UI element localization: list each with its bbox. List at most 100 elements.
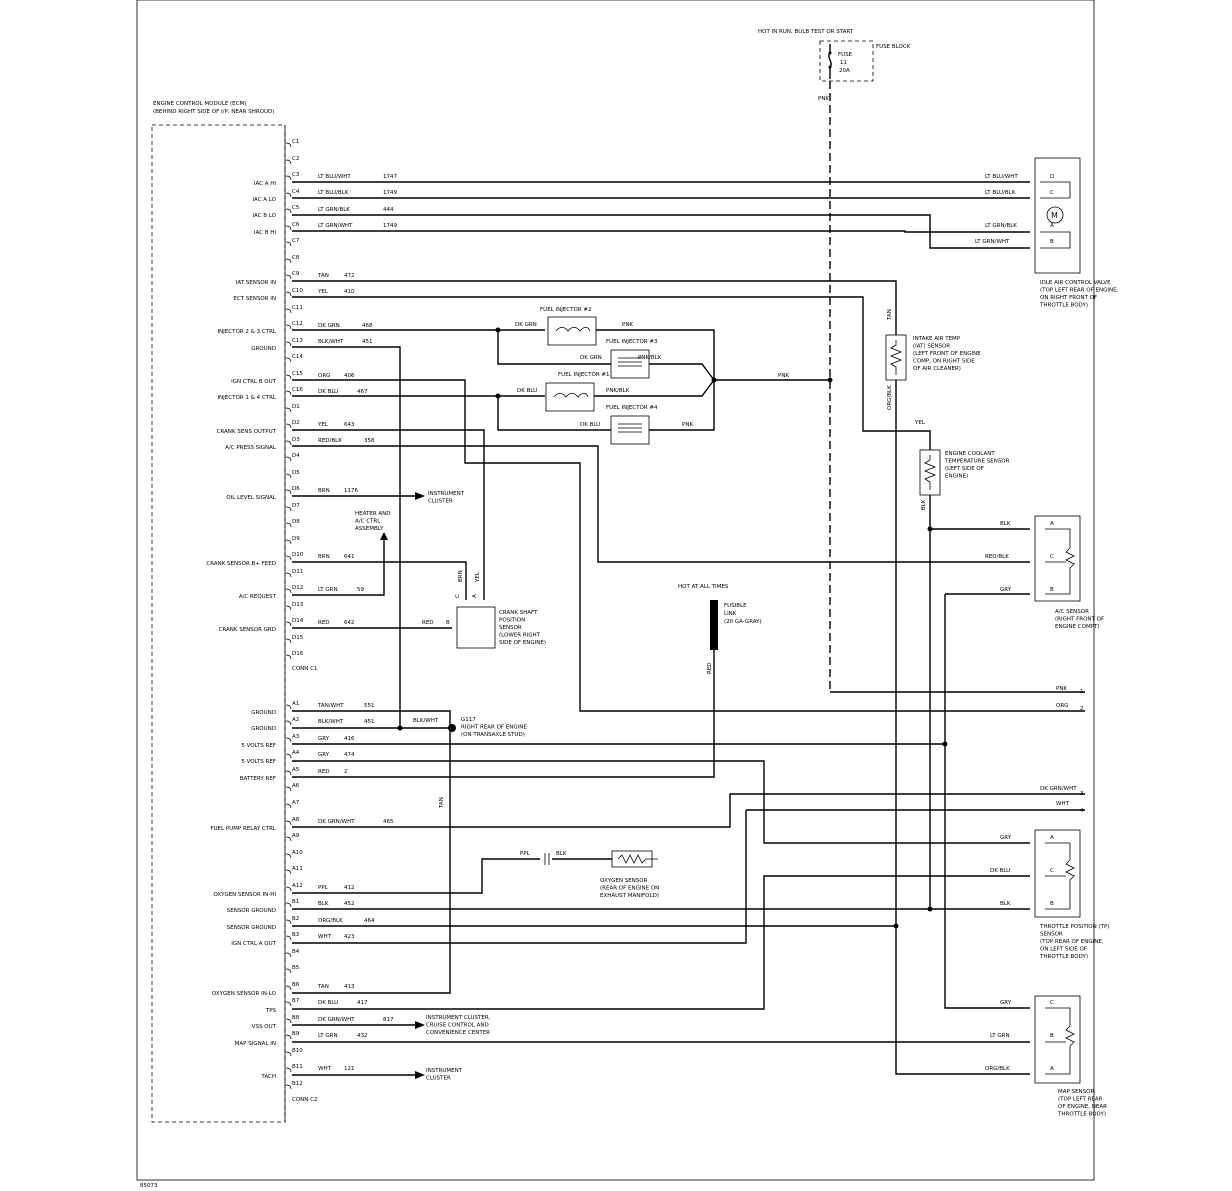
fuse-number: 11 [840, 60, 847, 66]
ecm-pin-label: B9 [292, 1031, 300, 1037]
component-label: INTAKE AIR TEMP [913, 336, 961, 342]
wire-color-label: RED [318, 620, 330, 626]
wire-color-label: GRY [318, 736, 330, 742]
wire-color-label: 474 [344, 752, 355, 758]
ac-sensor [1034, 515, 1081, 602]
wire-color-label: B [1050, 587, 1054, 593]
ecm-pin-label: A12 [292, 883, 303, 889]
pin-stub [285, 324, 292, 330]
wire-color-label: 432 [357, 1033, 368, 1039]
wire-color-label: GRY [1000, 587, 1012, 593]
conn-c1-label: CONN C1 [292, 666, 318, 672]
pin-stub [285, 274, 292, 280]
ecm-pin-label: D7 [292, 503, 300, 509]
ecm-pin-label: C8 [292, 255, 300, 261]
pin-stub [285, 1001, 292, 1007]
wire-color-label: PNK [1056, 686, 1067, 692]
vss-out-arrow [415, 1021, 425, 1029]
ecm-function-label: 5 VOLTS REF [241, 759, 276, 765]
wire-color-label: 465 [383, 819, 394, 825]
ecm-pin-label: C6 [292, 222, 300, 228]
pin-stub [285, 1051, 292, 1057]
pin-stub [285, 704, 292, 710]
wire-color-label: LT GRN/WHT [975, 239, 1010, 245]
ecm-pin-label: A3 [292, 734, 300, 740]
wire-color-label: YEL [317, 422, 329, 428]
pin-stub [285, 968, 292, 974]
hot-in-run-label: HOT IN RUN, BULB TEST OR START [758, 29, 854, 35]
wire-color-label: PNK [778, 373, 789, 379]
ecm-pin-label: D12 [292, 585, 303, 591]
component-label: ASSEMBLY [355, 526, 384, 532]
component-label: INSTRUMENT [426, 1068, 463, 1074]
ecm-pin-label: B7 [292, 998, 300, 1004]
pin-stub [285, 175, 292, 181]
pin-stub [285, 836, 292, 842]
wire-color-label: LT GRN/WHT [318, 223, 353, 229]
component-label: (RIGHT FRONT OF [1055, 617, 1104, 623]
wire-color-label: LT BLU/WHT [985, 174, 1018, 180]
wire-color-label: 468 [362, 323, 373, 329]
conn-c2-label: CONN C2 [292, 1097, 318, 1103]
diagram-code: 85073 [140, 1183, 158, 1189]
wire-color-label: C [1050, 190, 1054, 196]
ecm-pin-label: A4 [292, 750, 300, 756]
reference-wiring: HOT AT ALL TIMES FUSIBLE LINK (20 GA-GRA… [292, 584, 1085, 1009]
pin-stub [285, 737, 292, 743]
ecm-pin-label: C13 [292, 338, 303, 344]
ecm-pin-label: D11 [292, 569, 303, 575]
pin-stub [285, 208, 292, 214]
fuel-injector-3 [610, 349, 650, 379]
tach-arrow [415, 1071, 425, 1079]
ecm-pin-label: A1 [292, 701, 299, 707]
iac-wiring: M [292, 157, 1081, 274]
ecm-pin-label: C1 [292, 139, 299, 145]
component-label: OF ENGINE, NEAR [1058, 1104, 1107, 1110]
ecm-pin-label: C14 [292, 354, 303, 360]
ecm-function-label: TACH [260, 1074, 276, 1080]
component-label: THROTTLE POSITION (TP) [1039, 924, 1109, 930]
wire-color-label: GRY [1000, 1000, 1012, 1006]
ground-ign-wiring [292, 346, 1085, 728]
ecm-pin-labels: C1C2C3C4C5C6C7C8C9C10C11C12C13C14C15C16D… [292, 139, 304, 1087]
wire-color-label: DK GRN/WHT [1040, 786, 1077, 792]
ecm-function-label: SENSOR GROUND [227, 908, 276, 914]
ecm-pin-label: B10 [292, 1048, 303, 1054]
pin-stub [285, 539, 292, 545]
pin-stub [285, 1018, 292, 1024]
ecm-pin-label: B12 [292, 1081, 303, 1087]
pin-stub [285, 374, 292, 380]
wire-color-label: DK BLU [580, 422, 600, 428]
pin-stub [285, 869, 292, 875]
crank-sensor-wiring [292, 532, 496, 649]
wire-color-label: 410 [344, 289, 355, 295]
component-label: MAP SENSOR [1058, 1089, 1094, 1095]
pin-stub [285, 308, 292, 314]
component-label: OXYGEN SENSOR [600, 878, 648, 884]
pin-stub [285, 440, 292, 446]
ecm-pin-label: D10 [292, 552, 304, 558]
wire-color-label: DK BLU [990, 868, 1010, 874]
wire-color-label: ORG/BLK [318, 918, 343, 924]
wire-color-label: B [446, 620, 450, 626]
wire-color-label: 1747 [383, 174, 397, 180]
wire-color-label: TAN [317, 273, 329, 279]
ecm-function-label: INJECTOR 2 & 3 CTRL [217, 329, 276, 335]
ecm-function-label: A/C PRESS SIGNAL [225, 445, 277, 451]
ecm-pin-label: C15 [292, 371, 303, 377]
component-label: CRANK SHAFT [499, 610, 538, 616]
pin-stub [285, 654, 292, 660]
idle-air-control-valve [1034, 157, 1081, 274]
component-label: SIDE OF ENGINE) [499, 640, 546, 646]
pin-stub [285, 192, 292, 198]
component-label: CRUISE CONTROL AND [426, 1023, 489, 1029]
wire-color-label: 464 [364, 918, 375, 924]
component-label: SENSOR [1040, 932, 1063, 938]
component-label: FUEL INJECTOR #1 [558, 372, 610, 378]
wire-color-label: DK GRN [515, 322, 537, 328]
pin-stub [285, 605, 292, 611]
component-label: (REAR OF ENGINE ON [600, 886, 659, 892]
ecm-pin-label: B2 [292, 916, 299, 922]
component-label: (LEFT FRONT OF ENGINE [913, 351, 981, 357]
